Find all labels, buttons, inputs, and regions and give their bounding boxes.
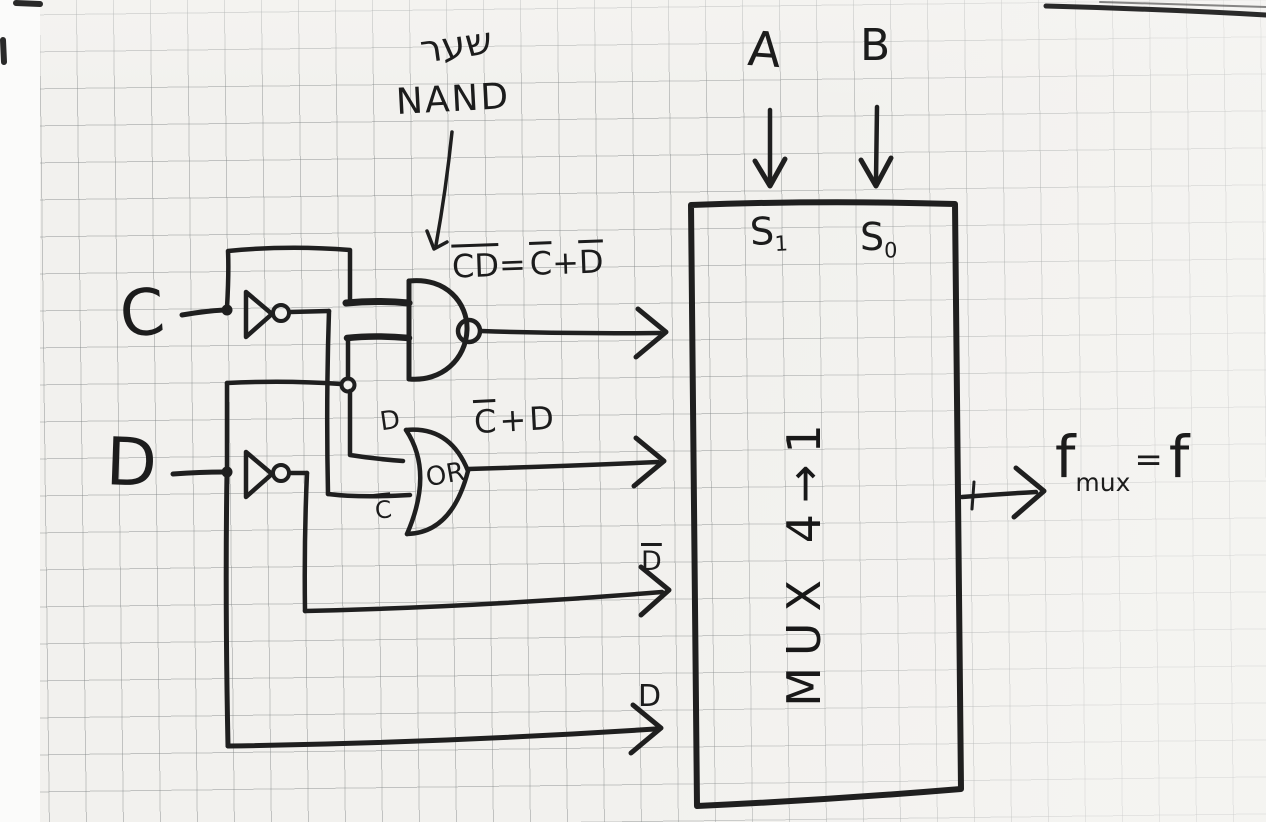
- nand-expr-d: D: [578, 242, 605, 282]
- wire-cbar-to-or: [325, 491, 413, 499]
- wire-output: [959, 465, 1047, 520]
- annotation-arrow: [425, 130, 454, 251]
- wire-dbar-across: [302, 589, 665, 614]
- mux-rotated-label: MUX 4→1: [777, 413, 831, 707]
- mux-box: [688, 199, 964, 809]
- arrowhead-output: [1011, 465, 1047, 520]
- or-input-bottom-label: C: [373, 495, 394, 525]
- arrowhead-mux-input4: [628, 702, 664, 756]
- wire-d-input: [170, 469, 227, 477]
- not-gate-d: [243, 449, 291, 500]
- or-input-top-label: D: [378, 404, 403, 438]
- or-gate-text: OR: [423, 456, 467, 494]
- mux-select-s1: S1: [748, 208, 789, 256]
- or-gate: [403, 427, 471, 537]
- output-expression: fmux=f: [1055, 428, 1189, 495]
- input-label-c: C: [116, 275, 168, 353]
- mux-input4-label: D: [638, 679, 662, 714]
- output-eq: =: [1134, 440, 1163, 480]
- s0-base: S: [860, 215, 885, 259]
- output-f-subscript: mux: [1075, 468, 1131, 497]
- select-label-b: B: [860, 20, 891, 71]
- b-arrow: [858, 104, 894, 189]
- a-arrow: [752, 107, 788, 189]
- arrowhead-mux-input2: [631, 435, 667, 489]
- or-expr-d: D: [528, 398, 555, 439]
- select-label-a: A: [746, 20, 783, 80]
- wire-d-to-or: [347, 388, 406, 464]
- not-gate-c: [243, 289, 291, 340]
- or-expr-c: C: [473, 401, 498, 442]
- nand-expr-eq: =: [498, 245, 527, 284]
- wire-c-input: [179, 307, 227, 318]
- wire-cbar-down: [324, 308, 332, 497]
- output-f: f: [1055, 423, 1076, 491]
- s1-sub: 1: [774, 231, 789, 256]
- mux-select-s0: S0: [860, 218, 897, 261]
- annotation-gate-name: NAND: [394, 76, 512, 123]
- annotation-word: שער: [417, 18, 495, 72]
- arrowhead-mux-input1: [633, 306, 669, 360]
- wire-or-out: [465, 459, 661, 472]
- output-f2: f: [1168, 423, 1190, 491]
- input-label-d: D: [104, 423, 159, 502]
- nand-output-expression: CD=C+D: [451, 242, 605, 285]
- wire-dbar-down: [302, 470, 310, 614]
- wire-d-down: [223, 469, 231, 749]
- s0-sub: 0: [884, 238, 898, 263]
- nand-expr-lhs: CD: [451, 246, 500, 286]
- s1-base: S: [748, 208, 776, 254]
- nand-gate: [406, 278, 483, 382]
- nand-expr-c: C: [529, 244, 553, 283]
- wire-nand-out: [478, 328, 663, 336]
- nand-expr-plus: +: [551, 243, 580, 283]
- wire-d-across: [225, 726, 658, 749]
- or-output-expression: C+D: [473, 398, 555, 442]
- wire-c-top-route: [224, 245, 353, 311]
- paper-left-margin: [0, 0, 40, 822]
- wire-nand-input-top: [342, 298, 413, 307]
- wire-nand-input-bottom: [343, 333, 413, 342]
- mux-input3-label: D: [641, 546, 662, 577]
- or-expr-plus: +: [498, 400, 528, 440]
- wire-cbar-out: [287, 308, 332, 315]
- junction-ring-d: [339, 376, 357, 394]
- paper-edge-marks: [0, 0, 1266, 65]
- arrowhead-mux-input3: [638, 564, 672, 618]
- wire-d-up-across: [224, 379, 344, 387]
